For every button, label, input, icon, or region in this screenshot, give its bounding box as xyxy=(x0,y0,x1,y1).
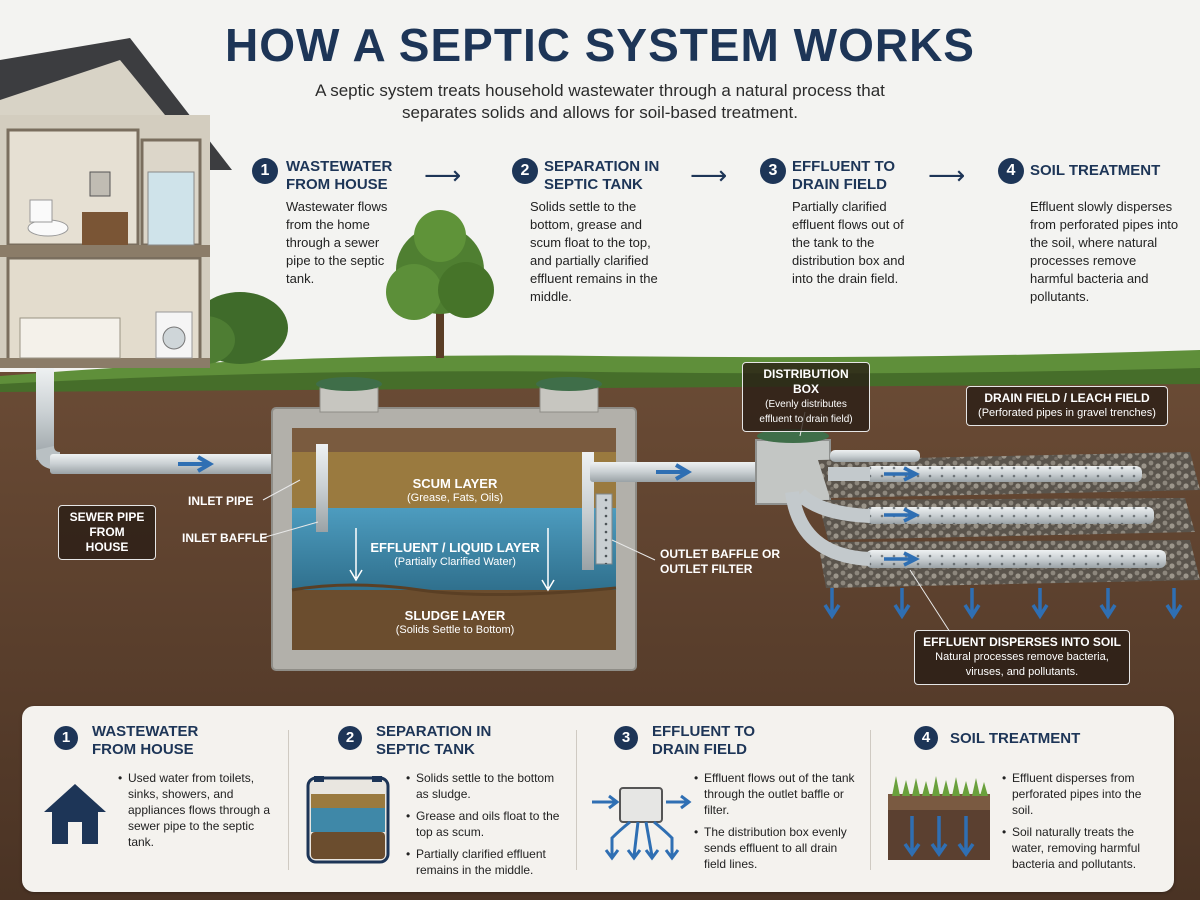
step-desc: Effluent slowly disperses from perforate… xyxy=(1030,199,1179,304)
sewer-pipe-label: SEWER PIPE FROM HOUSE xyxy=(58,505,156,560)
soil-grass-icon xyxy=(888,776,990,860)
house-icon xyxy=(44,784,106,844)
drain-field-label: DRAIN FIELD / LEACH FIELD (Perforated pi… xyxy=(966,386,1168,426)
step-desc: Solids settle to the bottom, grease and … xyxy=(530,199,658,304)
effluent-layer-fill xyxy=(292,508,616,592)
step-title: SEPARATION IN SEPTIC TANK xyxy=(544,158,660,193)
inlet-baffle-label: INLET BAFFLE xyxy=(182,531,268,545)
distribution-box-sub: (Evenly distributes effluent to drain fi… xyxy=(759,399,853,425)
summary-title: SEPARATION IN SEPTIC TANK xyxy=(376,723,492,758)
dispersal-arrows xyxy=(823,588,1183,620)
sludge-layer-label: SLUDGE LAYER (Solids Settle to Bottom) xyxy=(360,608,550,638)
distribution-box-title: DISTRIBUTION BOX xyxy=(763,367,849,396)
step-number: 3 xyxy=(760,158,786,184)
summary-number: 2 xyxy=(338,726,362,750)
tree xyxy=(386,210,494,358)
summary-bullet: Effluent flows out of the tank through t… xyxy=(694,770,862,818)
inlet-baffle xyxy=(316,444,328,532)
summary-list: Effluent disperses from perforated pipes… xyxy=(1002,770,1162,878)
sludge-layer-sub: (Solids Settle to Bottom) xyxy=(395,624,515,636)
arrow-right-icon: ⟶ xyxy=(424,160,462,190)
flow-arrow xyxy=(178,455,214,473)
summary-bullet: Solids settle to the bottom as sludge. xyxy=(406,770,566,802)
summary-number: 3 xyxy=(614,726,638,750)
tank-lid xyxy=(536,377,602,391)
scum-layer-fill xyxy=(292,452,616,508)
summary-bullet: Partially clarified effluent remains in … xyxy=(406,846,566,878)
distribution-box-label: DISTRIBUTION BOX (Evenly distributes eff… xyxy=(742,362,870,432)
summary-title: SOIL TREATMENT xyxy=(950,730,1081,747)
step-desc: Wastewater flows from the home through a… xyxy=(286,199,388,286)
summary-title: EFFLUENT TO DRAIN FIELD xyxy=(652,723,756,758)
step-number: 1 xyxy=(252,158,278,184)
scum-layer-title: SCUM LAYER xyxy=(412,476,498,491)
summary-bullet: Used water from toilets, sinks, showers,… xyxy=(118,770,276,850)
house-cutaway xyxy=(0,38,232,368)
divider xyxy=(870,730,871,870)
step-title: WASTEWATER FROM HOUSE xyxy=(286,158,393,193)
step-title: EFFLUENT TO DRAIN FIELD xyxy=(792,158,896,193)
scum-layer-sub: (Grease, Fats, Oils) xyxy=(407,492,503,504)
summary-number: 4 xyxy=(914,726,938,750)
page-title: HOW A SEPTIC SYSTEM WORKS xyxy=(225,19,975,71)
tank-lid xyxy=(316,377,382,391)
drain-field-title: DRAIN FIELD / LEACH FIELD xyxy=(984,391,1150,405)
septic-tank xyxy=(271,377,637,671)
sludge-layer-title: SLUDGE LAYER xyxy=(404,608,506,623)
step-number: 2 xyxy=(512,158,538,184)
leach-pipe xyxy=(830,450,920,462)
drain-field-sub: (Perforated pipes in gravel trenches) xyxy=(978,407,1156,419)
effluent-layer-label: EFFLUENT / LIQUID LAYER (Partially Clari… xyxy=(350,540,560,570)
effluent-layer-sub: (Partially Clarified Water) xyxy=(394,556,516,568)
sludge-layer-fill xyxy=(292,590,616,650)
disperses-title: EFFLUENT DISPERSES INTO SOIL xyxy=(923,635,1121,649)
summary-bullet: Grease and oils float to the top as scum… xyxy=(406,808,566,840)
disperses-sub: Natural processes remove bacteria, virus… xyxy=(935,651,1109,678)
arrow-right-icon: ⟶ xyxy=(690,160,728,190)
scum-layer-label: SCUM LAYER (Grease, Fats, Oils) xyxy=(360,476,550,506)
summary-title: WASTEWATER FROM HOUSE xyxy=(92,723,199,758)
inlet-pipe-label: INLET PIPE xyxy=(188,494,254,508)
summary-list: Solids settle to the bottom as sludge. G… xyxy=(406,770,566,884)
outlet-baffle xyxy=(582,452,594,570)
step-title: SOIL TREATMENT xyxy=(1030,162,1161,179)
summary-bullet: Soil naturally treats the water, removin… xyxy=(1002,824,1162,872)
summary-bullet: The distribution box evenly sends efflue… xyxy=(694,824,862,872)
summary-list: Used water from toilets, sinks, showers,… xyxy=(118,770,276,856)
page-subtitle: A septic system treats household wastewa… xyxy=(315,81,885,122)
tank-layers-icon xyxy=(306,776,390,864)
summary-bullet: Effluent disperses from perforated pipes… xyxy=(1002,770,1162,818)
flow-arrow xyxy=(656,463,692,481)
summary-number: 1 xyxy=(54,726,78,750)
divider xyxy=(576,730,577,870)
divider xyxy=(288,730,289,870)
disperses-label: EFFLUENT DISPERSES INTO SOIL Natural pro… xyxy=(914,630,1130,685)
distribution-box-icon xyxy=(592,787,692,861)
drain-field xyxy=(785,450,1200,588)
sewer-pipe-vertical xyxy=(36,368,54,460)
arrow-right-icon: ⟶ xyxy=(928,160,966,190)
effluent-layer-title: EFFLUENT / LIQUID LAYER xyxy=(370,540,540,555)
step-desc: Partially clarified effluent flows out o… xyxy=(792,199,905,286)
outlet-baffle-label: OUTLET BAFFLE OR OUTLET FILTER xyxy=(660,547,780,576)
step-number: 4 xyxy=(998,158,1024,184)
summary-list: Effluent flows out of the tank through t… xyxy=(694,770,862,878)
